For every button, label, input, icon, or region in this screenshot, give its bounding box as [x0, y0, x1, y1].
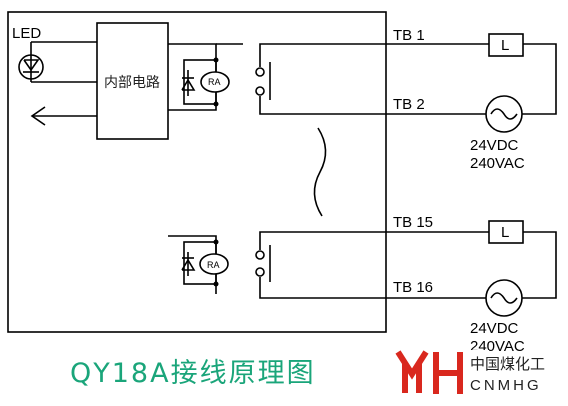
load-top [440, 33, 557, 115]
supply-label-top-2: 240VAC [470, 155, 525, 172]
diagram-caption: QY18A接线原理图 [70, 358, 316, 389]
continuation-squiggle [313, 127, 327, 217]
relay-coil-label-bottom: RA [207, 260, 220, 270]
junction-dot [213, 281, 219, 287]
internal-circuit-label: 内部电路 [104, 74, 160, 90]
watermark-chinese: 中国煤化工 [470, 355, 545, 373]
internal-circuit-block [96, 22, 169, 140]
load-bottom [440, 220, 557, 299]
junction-dot [213, 101, 219, 107]
terminal-label-1: TB 1 [393, 27, 425, 44]
output-arrow-icon [30, 106, 97, 126]
terminal-label-2: TB 2 [393, 96, 425, 113]
load-label-bottom: L [501, 224, 509, 241]
supply-label-top-1: 24VDC [470, 137, 519, 154]
led-icon [18, 41, 97, 83]
terminal-label-15: TB 15 [393, 214, 433, 231]
relay-coil-bottom [168, 235, 229, 294]
contact-top [255, 43, 440, 115]
terminal-label-16: TB 16 [393, 279, 433, 296]
junction-dot [213, 239, 219, 245]
load-label-top: L [501, 37, 509, 54]
brand-logo-icon [393, 350, 489, 398]
led-label: LED [12, 25, 41, 42]
junction-dot [213, 57, 219, 63]
ac-source-bottom-icon [440, 279, 523, 317]
relay-coil-label-top: RA [208, 77, 221, 87]
module-housing [7, 11, 387, 333]
supply-label-bottom-1: 24VDC [470, 320, 519, 337]
contact-bottom [255, 231, 440, 299]
watermark-english: CNMHG [470, 377, 542, 394]
ac-source-top-icon [440, 95, 523, 133]
relay-coil-top [168, 43, 230, 111]
